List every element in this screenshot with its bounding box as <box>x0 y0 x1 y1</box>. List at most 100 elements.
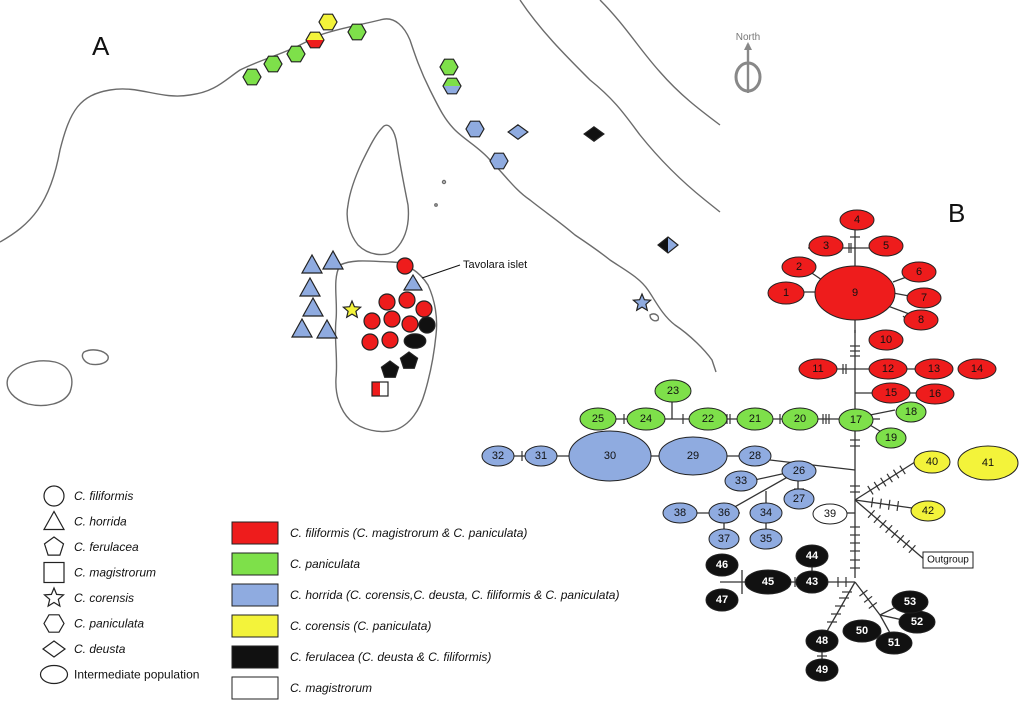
square-legend-icon <box>43 561 65 584</box>
haplotype-node: 16 <box>915 383 955 405</box>
hexagon-marker <box>465 120 485 138</box>
legend-color-item: C. horrida (C. corensis,C. deusta, C. fi… <box>231 583 619 607</box>
panel-label-a: A <box>92 31 110 61</box>
star-legend-icon <box>43 586 65 608</box>
haplotype-label: 48 <box>816 635 828 647</box>
haplotype-label: 6 <box>916 266 922 278</box>
haplotype-node: 31 <box>524 445 558 467</box>
tavolara-label: Tavolara islet <box>463 259 527 271</box>
legend-shape-label: C. magistrorum <box>74 566 156 580</box>
haplotype-label: 14 <box>971 363 983 375</box>
haplotype-label: 15 <box>885 387 897 399</box>
triangle-marker <box>315 318 339 339</box>
ellipse-marker <box>403 333 427 349</box>
legend-color-swatch <box>231 676 279 700</box>
islet <box>649 313 660 322</box>
haplotype-node: 53 <box>891 590 929 614</box>
haplotype-label: 40 <box>926 456 938 468</box>
hexagon-marker <box>489 152 509 170</box>
legend-shape-item: C. magistrorum <box>43 561 156 584</box>
legend-shape-item: C. deusta <box>41 640 126 658</box>
islet <box>441 179 447 185</box>
haplotype-node: 4 <box>839 209 875 231</box>
haplotype-label: 37 <box>718 533 730 545</box>
mutation-tick <box>870 497 874 508</box>
haplotype-ellipse <box>913 450 951 474</box>
haplotype-label: 11 <box>812 363 823 375</box>
haplotype-label: 7 <box>921 292 927 304</box>
coastline-balearic <box>6 360 73 407</box>
legend-color-item: C. magistrorum <box>231 676 372 700</box>
circle-marker <box>418 316 436 334</box>
outgroup-box: Outgroup <box>922 551 974 569</box>
legend-color-swatch <box>231 645 279 669</box>
hexagon-marker <box>439 58 459 76</box>
haplotype-label: 25 <box>592 413 604 425</box>
mutation-tick <box>868 602 878 610</box>
haplotype-label: 34 <box>760 507 772 519</box>
haplotype-node: 39 <box>812 503 848 525</box>
circle-marker <box>383 310 401 328</box>
hexagon-marker-split <box>305 31 325 49</box>
haplotype-node: 33 <box>724 470 758 492</box>
legend-color-label: C. paniculata <box>290 557 360 571</box>
mutation-tick <box>879 498 882 509</box>
islet <box>434 203 438 207</box>
haplotype-label: 45 <box>762 576 774 588</box>
haplotype-ellipse <box>654 379 692 403</box>
haplotype-node: 35 <box>749 528 783 550</box>
haplotype-ellipse <box>708 502 740 524</box>
haplotype-ellipse <box>705 588 739 612</box>
triangle-marker <box>321 249 345 270</box>
haplotype-ellipse <box>783 488 815 510</box>
haplotype-ellipse <box>875 427 907 449</box>
haplotype-node: 46 <box>705 553 739 577</box>
haplotype-ellipse <box>871 382 911 404</box>
haplotype-node: 2 <box>781 256 817 278</box>
triangle-legend-icon <box>42 510 66 531</box>
hexagon-marker <box>263 55 283 73</box>
haplotype-ellipse <box>812 503 848 525</box>
mutation-tick <box>902 539 911 549</box>
haplotype-label: 21 <box>749 413 761 425</box>
haplotype-ellipse <box>688 407 728 431</box>
haplotype-label: 29 <box>687 450 699 462</box>
haplotype-ellipse <box>808 235 844 257</box>
network-panel: B <box>481 198 1019 682</box>
haplotype-label: 3 <box>823 240 829 252</box>
haplotype-ellipse <box>842 619 882 643</box>
haplotype-node: 12 <box>868 358 908 380</box>
legend-color-item: C. ferulacea (C. deusta & C. filiformis) <box>231 645 491 669</box>
haplotype-node: 40 <box>913 450 951 474</box>
haplotype-node: 36 <box>708 502 740 524</box>
haplotype-label: 8 <box>918 314 924 326</box>
haplotype-ellipse <box>744 569 792 595</box>
haplotype-ellipse <box>903 309 939 331</box>
haplotype-ellipse <box>781 256 817 278</box>
haplotype-ellipse <box>568 430 652 482</box>
north-label: North <box>736 32 760 43</box>
haplotype-ellipse <box>868 235 904 257</box>
legend-shape-item: C. ferulacea <box>43 536 139 556</box>
legend-colors: C. filiformis (C. magistrorum & C. panic… <box>231 521 619 700</box>
diamond-legend-icon <box>41 640 67 658</box>
hexagon-marker <box>286 45 306 63</box>
legend-color-label: C. horrida (C. corensis,C. deusta, C. fi… <box>290 588 619 602</box>
legend-color-label: C. magistrorum <box>290 681 372 695</box>
legend-shape-label: C. paniculata <box>74 617 144 631</box>
haplotype-node: 19 <box>875 427 907 449</box>
hexagon-marker <box>242 68 262 86</box>
haplotype-node: 25 <box>579 407 617 431</box>
haplotype-label: 36 <box>718 507 730 519</box>
haplotype-ellipse <box>891 590 929 614</box>
pentagon-marker <box>380 360 400 378</box>
legend-shape-label: Intermediate population <box>74 668 199 682</box>
legend-shape-item: C. corensis <box>43 586 134 608</box>
haplotype-label: 35 <box>760 533 772 545</box>
mutation-tick <box>892 469 900 479</box>
triangle-marker-tavolara <box>402 273 424 291</box>
mutation-tick <box>880 477 887 487</box>
haplotype-label: 20 <box>794 413 806 425</box>
haplotype-label: 41 <box>982 457 994 469</box>
